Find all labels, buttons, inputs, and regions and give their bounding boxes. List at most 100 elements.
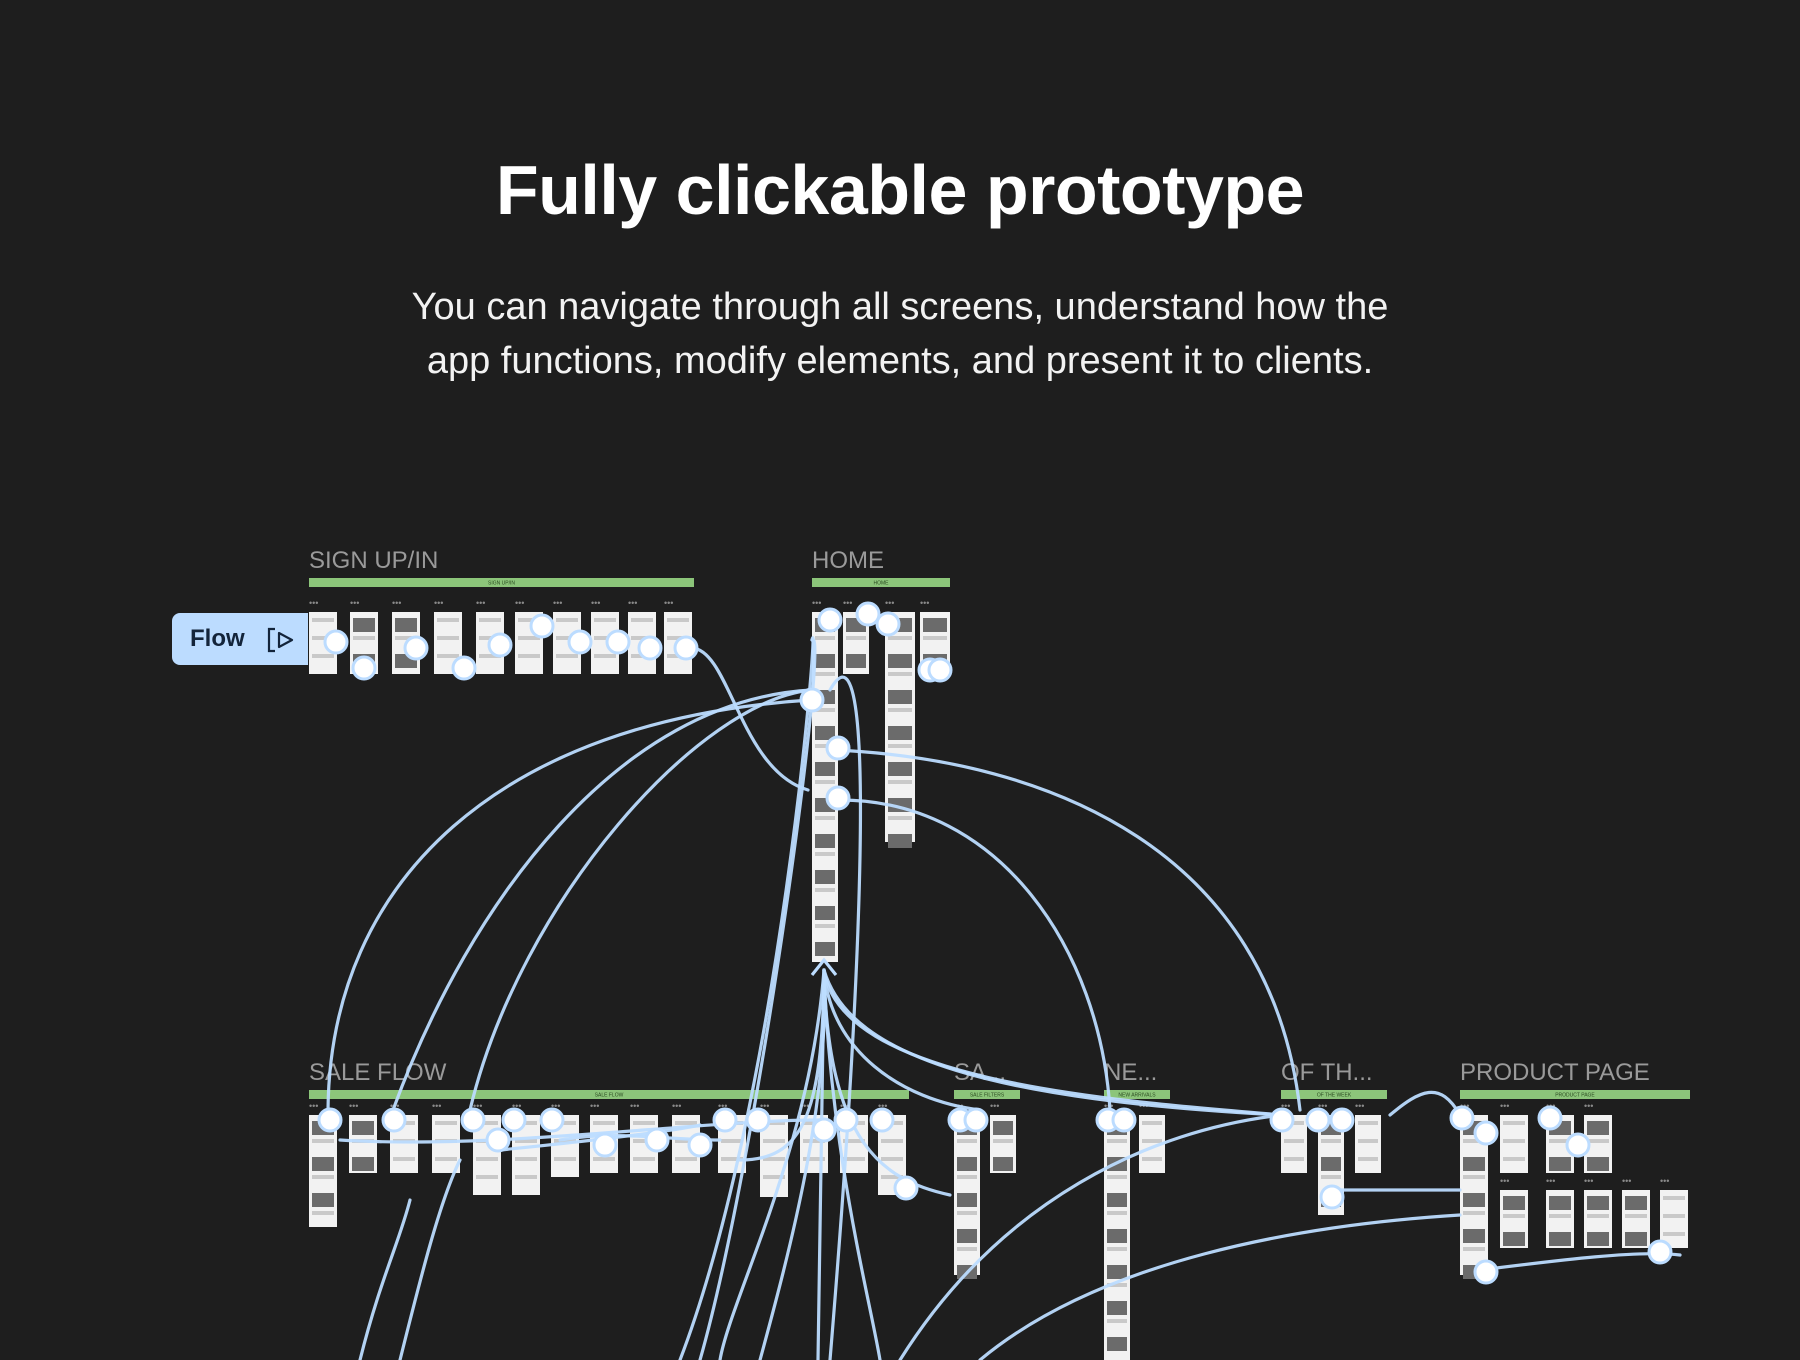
section-bar-signup [309,578,694,587]
connection-node [799,687,825,713]
section-bar-label-ofth: OF THE WEEK [1317,1093,1352,1099]
screen-text-line [594,618,616,622]
connection-node [485,1127,511,1153]
screen-dots: ••• [1546,1176,1555,1186]
screen-text-line [312,618,334,622]
screen-dots: ••• [553,598,562,608]
screen-dots: ••• [1318,1101,1327,1111]
screen-dots: ••• [434,598,443,608]
screen-dots: ••• [1660,1176,1669,1186]
screen-image [1463,1193,1485,1207]
screen-text-line [881,1139,903,1143]
screen-thumbnail: ••• [551,1101,579,1177]
prototype-connector [1388,1090,1462,1117]
section-label-home: HOME [812,547,884,574]
screen-image [1549,1232,1571,1246]
screen-text-line [631,636,653,640]
screen-text-line [721,1157,743,1161]
screen-text-line [479,618,501,622]
section-bar-ne [1104,1090,1170,1099]
screen-dots: ••• [664,598,673,608]
screen-text-line [1549,1214,1571,1218]
screen-text-line [1503,1214,1525,1218]
screen-text-line [631,618,653,622]
screen-thumbnail: ••• [1500,1101,1528,1173]
screen-dots: ••• [309,1101,318,1111]
screen-image [815,726,835,740]
screen-image [395,618,417,632]
nodes-layer [317,601,1673,1285]
connection-node [381,1107,407,1133]
screen-image [352,1121,374,1135]
screen-image [1549,1196,1571,1210]
screen-text-line [594,636,616,640]
screen-dots: ••• [551,1101,560,1111]
section-bar-label-product: PRODUCT PAGE [1555,1093,1595,1099]
screen-text-line [479,654,501,658]
connection-node [351,655,377,681]
screen-thumbnail: ••• [1355,1101,1381,1173]
screen-text-line [815,708,835,712]
screen-text-line [554,1139,576,1143]
connection-node [1449,1105,1475,1131]
screen-text-line [1142,1157,1162,1161]
screen-text-line [633,1139,655,1143]
screen-text-line [881,1157,903,1161]
screen-image [957,1229,977,1243]
screen-text-line [476,1175,498,1179]
prototype-connector [678,636,815,1360]
prototype-connector [358,1198,412,1360]
screen-image [312,1157,334,1171]
screen-image [353,618,375,632]
screen-text-line [556,636,578,640]
screen-image [312,1193,334,1207]
connection-node [539,1107,565,1133]
connection-node [637,635,663,661]
connection-node [817,607,843,633]
screen-text-line [815,852,835,856]
screen-image [888,834,912,848]
screen-text-line [1358,1157,1378,1161]
screen-thumbnail: ••• [1660,1176,1688,1248]
screen-image [1625,1232,1647,1246]
screen-text-line [1503,1157,1525,1161]
screen-text-line [667,636,689,640]
section-bar-label-sa: SALE FILTERS [970,1093,1005,1099]
screen-text-line [1284,1157,1304,1161]
screen-text-line [437,618,459,622]
connection-node [323,629,349,655]
screen-text-line [515,1175,537,1179]
arrow-head [810,957,838,976]
screen-image [1587,1196,1609,1210]
screen-text-line [1107,1175,1127,1179]
screen-text-line [888,816,912,820]
flow-start-button[interactable]: Flow [172,613,308,665]
screen-text-line [843,1139,865,1143]
screen-text-line [1358,1121,1378,1125]
section-bar-label-ne: NEW ARRIVALS [1118,1093,1156,1099]
screen-text-line [815,672,835,676]
connection-node [893,1175,919,1201]
screen-image [815,762,835,776]
screen-text-line [675,1157,697,1161]
screen-image [1107,1337,1127,1351]
screen-text-line [437,636,459,640]
screen-dots: ••• [309,598,318,608]
connection-node [317,1107,343,1133]
screen-text-line [763,1175,785,1179]
screen-image [1587,1157,1609,1171]
screen-dots: ••• [885,598,894,608]
screen-text-line [843,1157,865,1161]
screen-dots: ••• [1622,1176,1631,1186]
screen-image [888,690,912,704]
screen-text-line [518,636,540,640]
screen-text-line [1107,1319,1127,1323]
section-bar-ofth [1281,1090,1387,1099]
connection-node [833,1107,859,1133]
prototype-connector [391,688,814,1112]
screen-dots: ••• [878,1101,887,1111]
screen-thumbnail: ••• [1584,1101,1612,1173]
screen-dots: ••• [476,598,485,608]
connection-node [1111,1107,1137,1133]
